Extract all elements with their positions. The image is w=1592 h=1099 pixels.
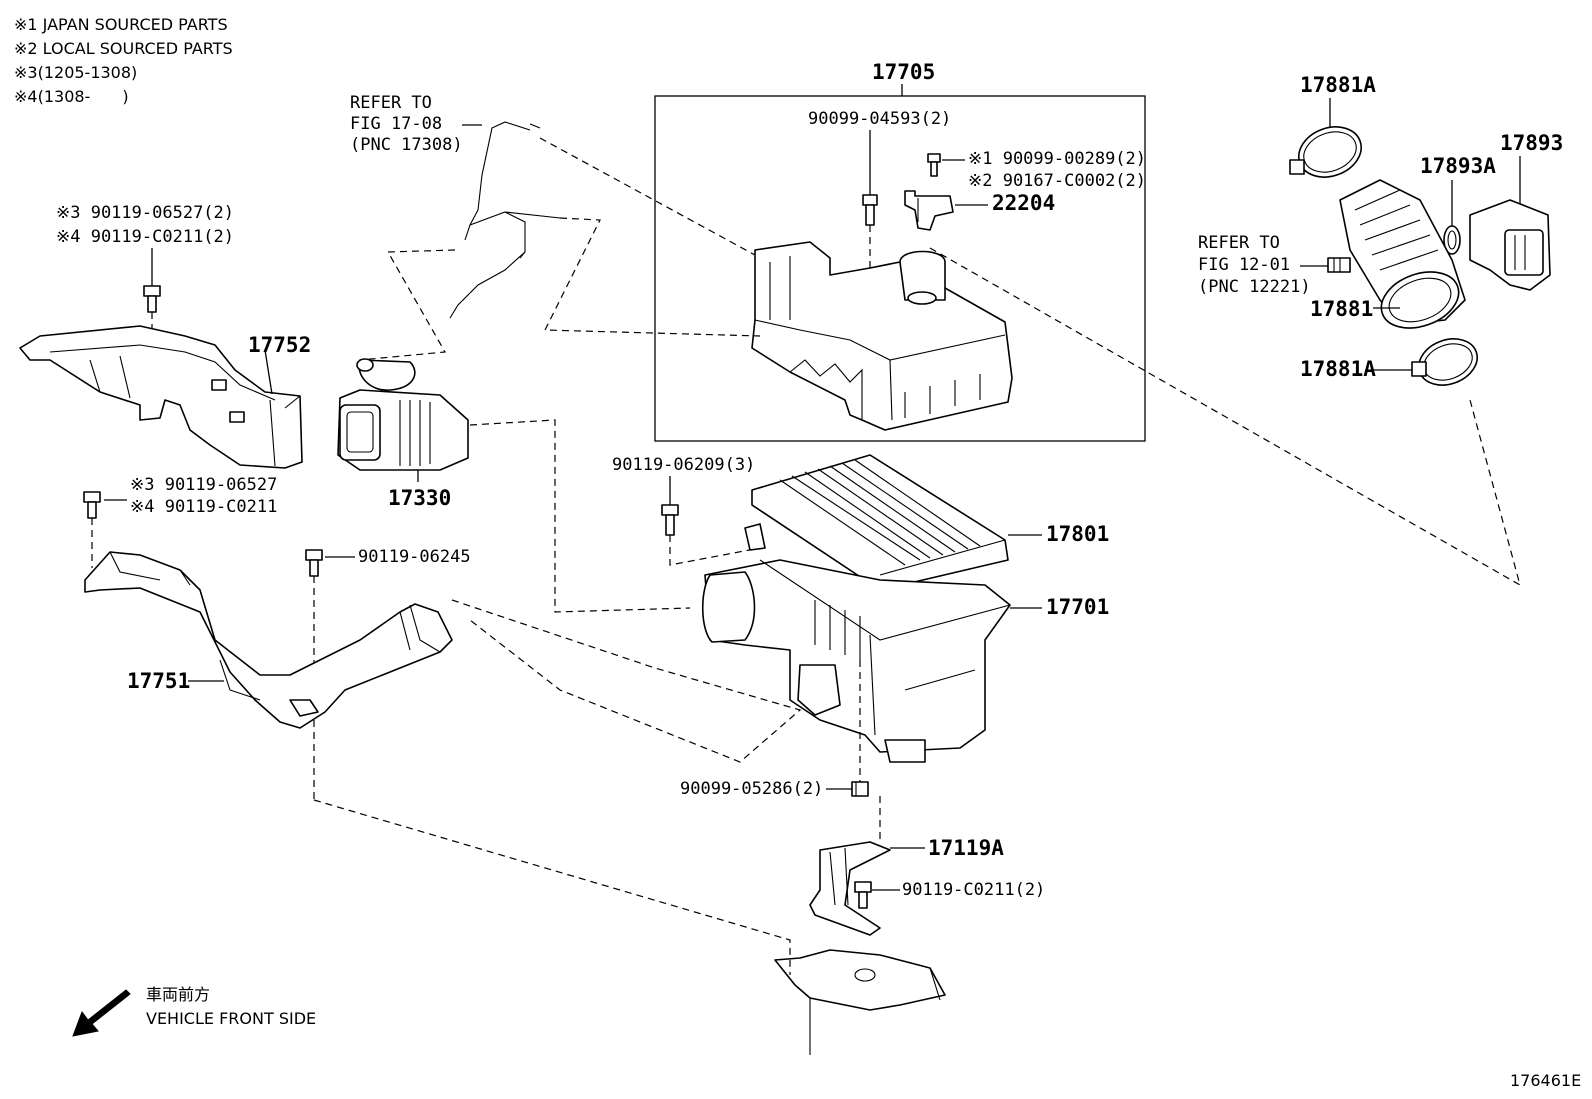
label-90119-c0211-left: ※4 90119-C0211	[130, 497, 277, 517]
screw-icon	[862, 194, 878, 226]
label-90167-c0002: ※2 90167-C0002(2)	[968, 171, 1146, 191]
air-cleaner-assembly-group: 17705 90099-04593(2) ※1 90099-00289(2) ※…	[654, 60, 1146, 442]
refer1-line2: FIG 17-08	[350, 114, 442, 134]
vacuum-hose	[449, 121, 561, 319]
intake-hose-17881	[1339, 179, 1466, 329]
intake-duct-17752	[19, 325, 303, 469]
arrow-down-left-icon	[72, 989, 131, 1037]
note-local-sourced: ※2 LOCAL SOURCED PARTS	[14, 39, 233, 58]
label-90099-00289: ※1 90099-00289(2)	[968, 149, 1146, 169]
body-panel	[774, 949, 946, 1055]
bolt-icon	[661, 504, 679, 536]
label-90119-06245: 90119-06245	[358, 547, 471, 567]
intake-duct-17751-group: ※3 90119-06527 ※4 90119-C0211 90119-0624…	[83, 475, 802, 800]
label-17881: 17881	[1310, 297, 1373, 321]
label-17330: 17330	[388, 486, 451, 510]
label-17893a: 17893A	[1420, 154, 1496, 178]
label-90119-06527: ※3 90119-06527	[130, 475, 277, 495]
label-17752: 17752	[248, 333, 311, 357]
air-cleaner-cap	[751, 241, 1013, 431]
intake-duct-17751	[84, 551, 453, 729]
hose-clamp-top	[1289, 126, 1362, 178]
refer1-line3: (PNC 17308)	[350, 135, 463, 155]
label-17893: 17893	[1500, 131, 1563, 155]
air-cleaner-lower-group: 90119-06209(3) 17801 17701	[313, 454, 1109, 1055]
intake-hose-group: 17881A 17893 17893A 17881 REFER TO	[929, 73, 1563, 587]
bolt-icon	[83, 491, 101, 519]
label-17881a-bottom: 17881A	[1300, 357, 1376, 381]
refer2-line2: FIG 12-01	[1198, 255, 1290, 275]
gasket-17893a	[1443, 225, 1461, 255]
assembly-frame	[654, 95, 1146, 442]
bolt-icon	[143, 285, 161, 313]
vsv-valve-17893	[1469, 199, 1551, 291]
small-screw-icon	[927, 153, 941, 177]
resonator-17330-group: 17330	[337, 358, 691, 613]
bracket-17119a	[809, 841, 891, 936]
note-period-3: ※3(1205-1308)	[14, 63, 137, 82]
nut-icon	[851, 781, 869, 797]
refer2-line3: (PNC 12221)	[1198, 277, 1311, 297]
air-intake-connector-17330	[337, 358, 469, 471]
refer1-line1: REFER TO	[350, 93, 432, 113]
note-period-4: ※4(1308- )	[14, 87, 129, 106]
refer-fig-17-08: REFER TO FIG 17-08 (PNC 17308)	[350, 93, 761, 361]
label-22204: 22204	[992, 191, 1055, 215]
label-90099-05286: 90099-05286(2)	[680, 779, 823, 799]
label-90119-06209: 90119-06209(3)	[612, 455, 755, 475]
source-notes: ※1 JAPAN SOURCED PARTS ※2 LOCAL SOURCED …	[14, 15, 233, 106]
direction-label-en: VEHICLE FRONT SIDE	[146, 1009, 316, 1028]
label-17751: 17751	[127, 669, 190, 693]
figure-code: 176461E	[1510, 1071, 1581, 1090]
air-flow-sensor-22204	[904, 190, 954, 231]
label-90099-04593: 90099-04593(2)	[808, 109, 951, 129]
direction-label-jp: 車両前方	[146, 985, 210, 1004]
intake-duct-17752-group: ※3 90119-06527(2) ※4 90119-C0211(2) 1775…	[19, 203, 311, 469]
air-filter-element-17801	[744, 454, 1009, 591]
label-90119-06527-2: ※3 90119-06527(2)	[56, 203, 234, 223]
bolt-icon	[305, 549, 323, 577]
label-90119-c0211-2-bracket: 90119-C0211(2)	[902, 880, 1045, 900]
label-17701: 17701	[1046, 595, 1109, 619]
vehicle-front-indicator: 車両前方 VEHICLE FRONT SIDE	[72, 985, 316, 1037]
hose-clamp-bottom	[1411, 338, 1478, 386]
label-90119-c0211-2-top: ※4 90119-C0211(2)	[56, 227, 234, 247]
air-cleaner-case-17701	[701, 559, 1011, 763]
bolt-icon	[854, 881, 872, 909]
fitting-icon	[1327, 257, 1351, 273]
label-17705: 17705	[872, 60, 935, 84]
note-japan-sourced: ※1 JAPAN SOURCED PARTS	[14, 15, 228, 34]
label-17881a-top: 17881A	[1300, 73, 1376, 97]
label-17801: 17801	[1046, 522, 1109, 546]
label-17119a: 17119A	[928, 836, 1004, 860]
refer2-line1: REFER TO	[1198, 233, 1280, 253]
